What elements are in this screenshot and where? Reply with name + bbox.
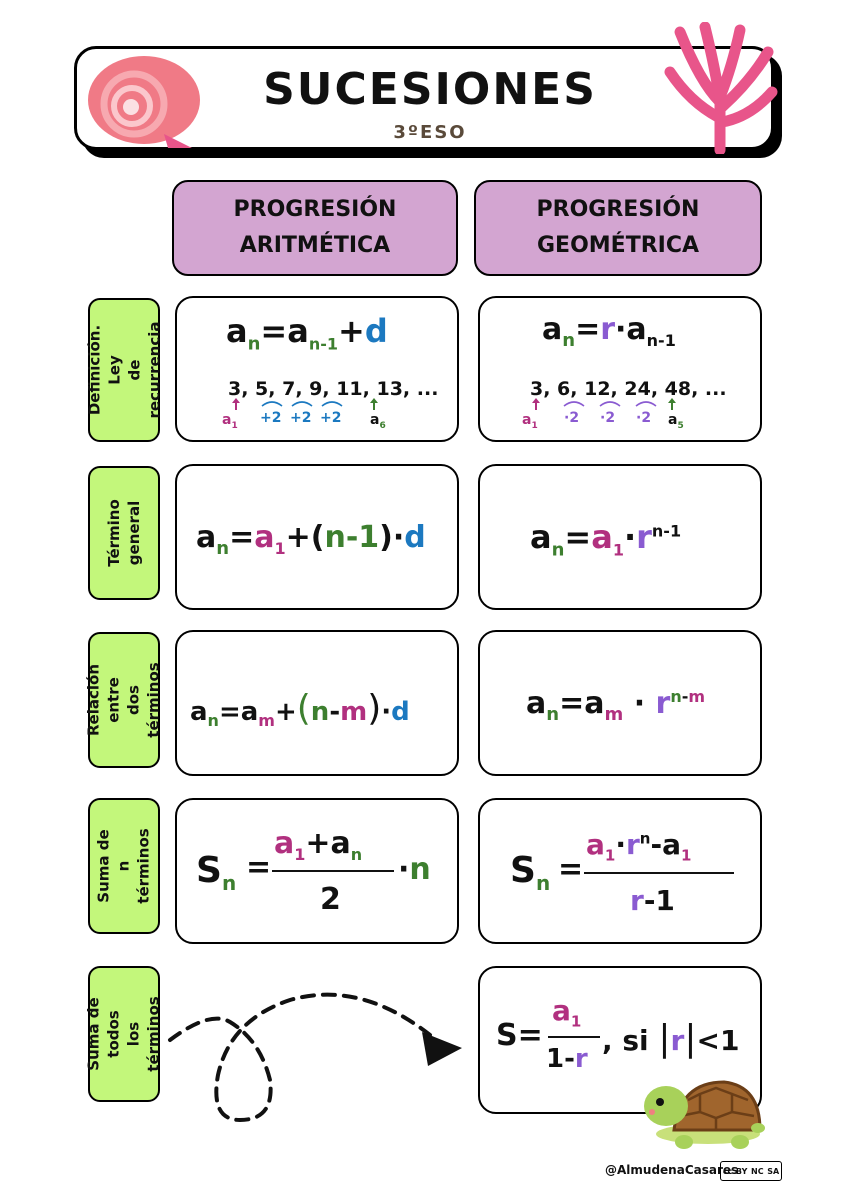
arith-step-3: +2 — [320, 410, 342, 426]
row-label-relation: Relación entre dos términos — [85, 632, 163, 768]
geom-sequence-arrows — [532, 398, 676, 410]
geom-sum-fraction-line — [584, 872, 734, 874]
cell-geom-relation — [478, 630, 762, 776]
page-title: SUCESIONES — [263, 64, 597, 115]
cell-geom-general — [478, 464, 762, 610]
arith-first-term-label: a1 — [222, 412, 238, 431]
shell-icon — [88, 56, 200, 148]
cell-arith-general — [175, 464, 459, 610]
arith-step-1: +2 — [260, 410, 282, 426]
arith-sum-multiplier: ·n — [398, 852, 431, 887]
author-credit: @AlmudenaCasares — [605, 1163, 739, 1177]
row-label-recurrence: Definición. Ley de recurrencia — [85, 298, 163, 442]
geom-infinite-condition: , si |r|<1 — [602, 1018, 740, 1059]
geom-general-formula: an=a1·rn-1 — [530, 518, 682, 561]
arith-sequence: 3, 5, 7, 9, 11, 13, ... — [228, 378, 439, 400]
dashed-arrow-icon — [168, 992, 462, 1123]
geom-step-1: ·2 — [564, 410, 580, 426]
row-label-sum-n: Suma de n términos — [88, 798, 160, 934]
coral-icon — [664, 22, 778, 154]
geom-sum-equals: = — [558, 852, 584, 887]
geom-last-term-label: a5 — [668, 412, 684, 431]
arith-relation-formula: an=am+(n-m)·d — [190, 688, 410, 731]
cell-geom-sum — [478, 798, 762, 944]
geom-sum-denominator: r-1 — [630, 884, 675, 917]
geom-first-term-label: a1 — [522, 412, 538, 431]
arith-sum-numerator: a1+an — [274, 826, 363, 864]
arith-step-2: +2 — [290, 410, 312, 426]
cell-arith-recurrence — [175, 296, 459, 442]
geom-infinite-numerator: a1 — [552, 994, 582, 1031]
column-header-arithmetic: PROGRESIÓN ARITMÉTICA — [172, 180, 458, 276]
arith-sum-fraction-line — [272, 870, 394, 872]
arith-general-formula: an=a1+(n-1)·d — [196, 520, 426, 559]
cell-arith-relation — [175, 630, 459, 776]
turtle-icon — [644, 1080, 765, 1149]
geom-infinite-fraction-line — [548, 1036, 600, 1038]
arith-sequence-arrows — [232, 398, 378, 410]
geom-infinite-denominator: 1-r — [546, 1044, 588, 1074]
arith-last-term-label: a6 — [370, 412, 386, 431]
row-label-sum-all: Suma de todos los términos — [85, 966, 163, 1102]
geom-infinite-lhs: S= — [496, 1018, 543, 1053]
arith-sum-equals: = — [246, 850, 272, 885]
arith-recurrence-formula: an=an-1+d — [226, 312, 388, 355]
arith-sum-lhs: Sn — [196, 850, 237, 896]
geom-relation-formula: an=am · rn-m — [526, 686, 706, 725]
geom-sum-numerator: a1·rn-a1 — [586, 828, 692, 865]
geom-step-3: ·2 — [636, 410, 652, 426]
geom-recurrence-formula: an=r·an-1 — [542, 312, 676, 351]
column-header-geometric: PROGRESIÓN GEOMÉTRICA — [474, 180, 762, 276]
geom-sum-lhs: Sn — [510, 850, 551, 896]
geom-step-2: ·2 — [600, 410, 616, 426]
geom-sequence: 3, 6, 12, 24, 48, ... — [530, 378, 727, 400]
page-subtitle: 3ºESO — [393, 122, 467, 143]
cell-geom-recurrence — [478, 296, 762, 442]
row-label-general-term: Término general — [88, 466, 160, 600]
arith-sum-denominator: 2 — [320, 882, 341, 917]
